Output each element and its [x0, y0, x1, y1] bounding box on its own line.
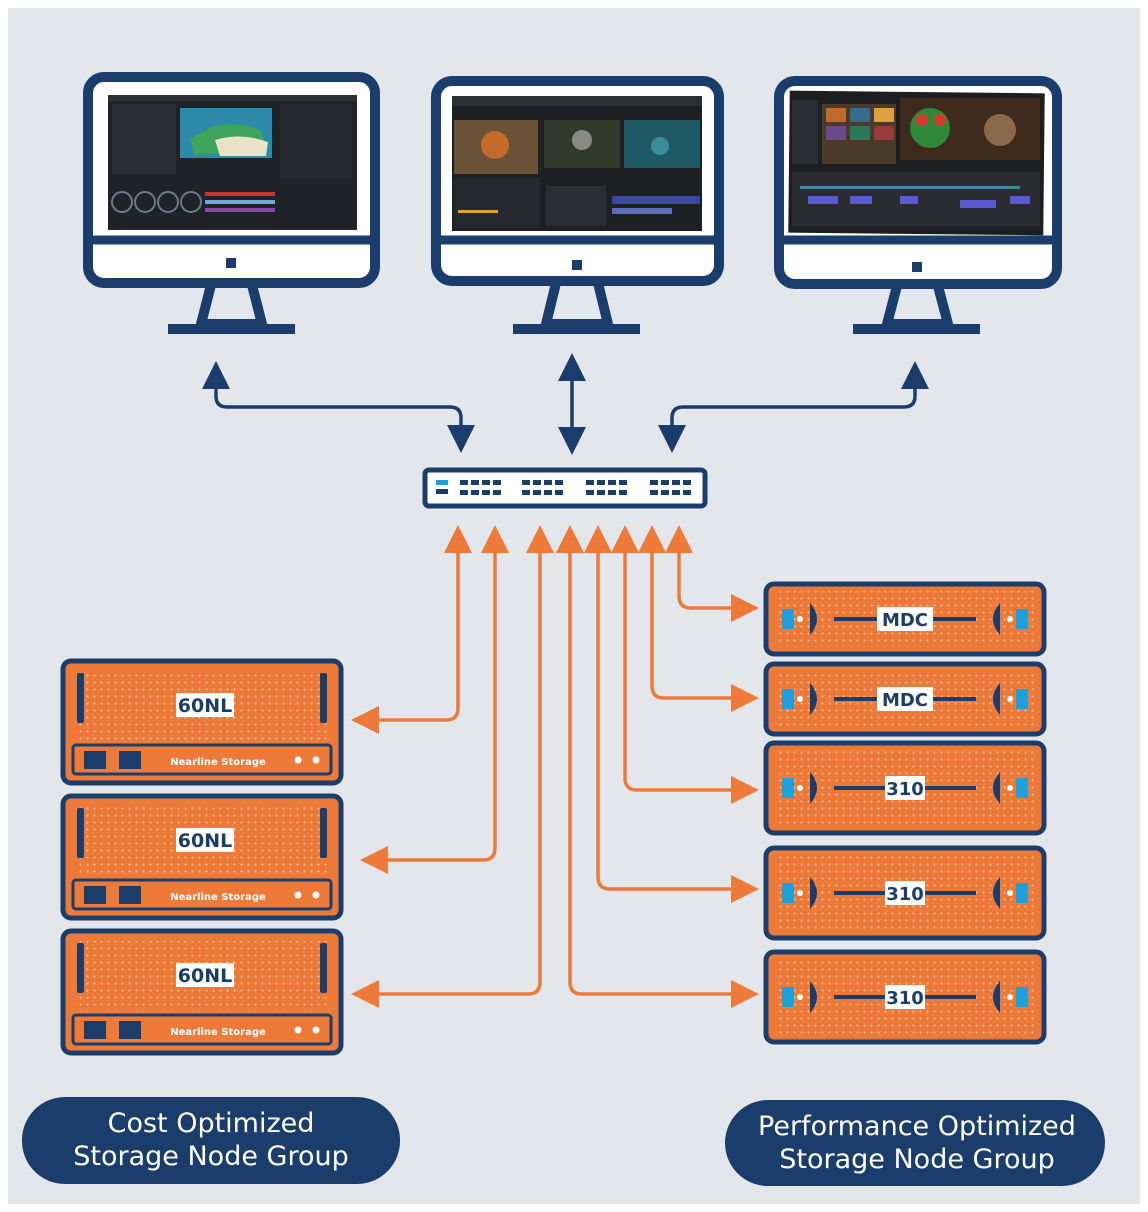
performance-node-label: 310: [886, 988, 924, 1009]
status-led-icon: [312, 1026, 320, 1034]
nearline-node-sublabel: Nearline Storage: [170, 757, 266, 768]
drive-bay-icon: [119, 1021, 141, 1039]
cost-group-label-line2: Storage Node Group: [73, 1141, 348, 1172]
performance-node-label: MDC: [882, 690, 928, 711]
performance-node-2: MDC: [763, 661, 1047, 737]
monitor-3-power-icon: [912, 262, 922, 272]
cost-optimized-nodes: 60NL Nearline Storage 60NL Nearline Storage…: [60, 658, 344, 1056]
monitor-2: [431, 76, 724, 334]
performance-node-label: 310: [886, 884, 924, 905]
drive-bay-icon: [782, 987, 794, 1007]
drive-bay-icon: [84, 886, 106, 904]
drive-bay-icon: [84, 751, 106, 769]
status-led-icon: [312, 891, 320, 899]
performance-optimized-nodes: MDC MDC 310 310 310: [763, 581, 1047, 1045]
monitor-2-power-icon: [572, 260, 582, 270]
status-led-icon: [294, 756, 302, 764]
connector-mdc-1: [665, 525, 759, 622]
drive-bay-icon: [782, 883, 794, 903]
performance-group-label-line2: Storage Node Group: [779, 1144, 1054, 1175]
nearline-node-label: 60NL: [178, 830, 232, 852]
network-switch-icon: [422, 467, 708, 509]
storage-switch-connectors: [351, 525, 759, 1008]
monitor-3: [774, 76, 1062, 334]
nearline-node-3: 60NL Nearline Storage: [60, 928, 344, 1056]
drive-bay-icon: [1016, 778, 1028, 798]
drive-bay-icon: [1016, 987, 1028, 1007]
monitor-1-power-icon: [226, 258, 236, 268]
connector-mdc-2: [638, 525, 759, 712]
nearline-node-label: 60NL: [178, 695, 232, 717]
nearline-node-sublabel: Nearline Storage: [170, 892, 266, 903]
nearline-node-1: 60NL Nearline Storage: [60, 658, 344, 786]
connector-60nl-3: [351, 525, 554, 1008]
connector-310-2: [584, 525, 759, 903]
connector-310-3: [556, 525, 759, 1008]
performance-node-label: MDC: [882, 610, 928, 631]
status-led-icon: [294, 1026, 302, 1034]
drive-bay-icon: [782, 778, 794, 798]
cost-group-label: Cost Optimized Storage Node Group: [22, 1097, 400, 1184]
performance-node-label: 310: [886, 779, 924, 800]
connector-monitor-1: [202, 361, 475, 453]
status-led-icon: [312, 756, 320, 764]
nearline-node-sublabel: Nearline Storage: [170, 1027, 266, 1038]
drive-bay-icon: [782, 609, 794, 629]
drive-bay-icon: [1016, 883, 1028, 903]
drive-bay-icon: [119, 886, 141, 904]
monitor-1: [83, 72, 380, 334]
performance-node-3: 310: [763, 740, 1047, 836]
cost-group-label-line1: Cost Optimized: [108, 1108, 315, 1139]
nearline-node-2: 60NL Nearline Storage: [60, 793, 344, 921]
drive-bay-icon: [1016, 609, 1028, 629]
connector-monitor-3: [658, 361, 929, 453]
drive-bay-icon: [782, 689, 794, 709]
performance-node-4: 310: [763, 845, 1047, 941]
status-led-icon: [294, 891, 302, 899]
nearline-node-label: 60NL: [178, 965, 232, 987]
drive-bay-icon: [119, 751, 141, 769]
performance-node-5: 310: [763, 949, 1047, 1045]
monitor-switch-connectors: [202, 353, 929, 455]
performance-group-label: Performance Optimized Storage Node Group: [725, 1100, 1105, 1186]
performance-group-label-line1: Performance Optimized: [758, 1111, 1076, 1142]
drive-bay-icon: [84, 1021, 106, 1039]
connector-310-1: [611, 525, 759, 804]
drive-bay-icon: [1016, 689, 1028, 709]
performance-node-1: MDC: [763, 581, 1047, 657]
